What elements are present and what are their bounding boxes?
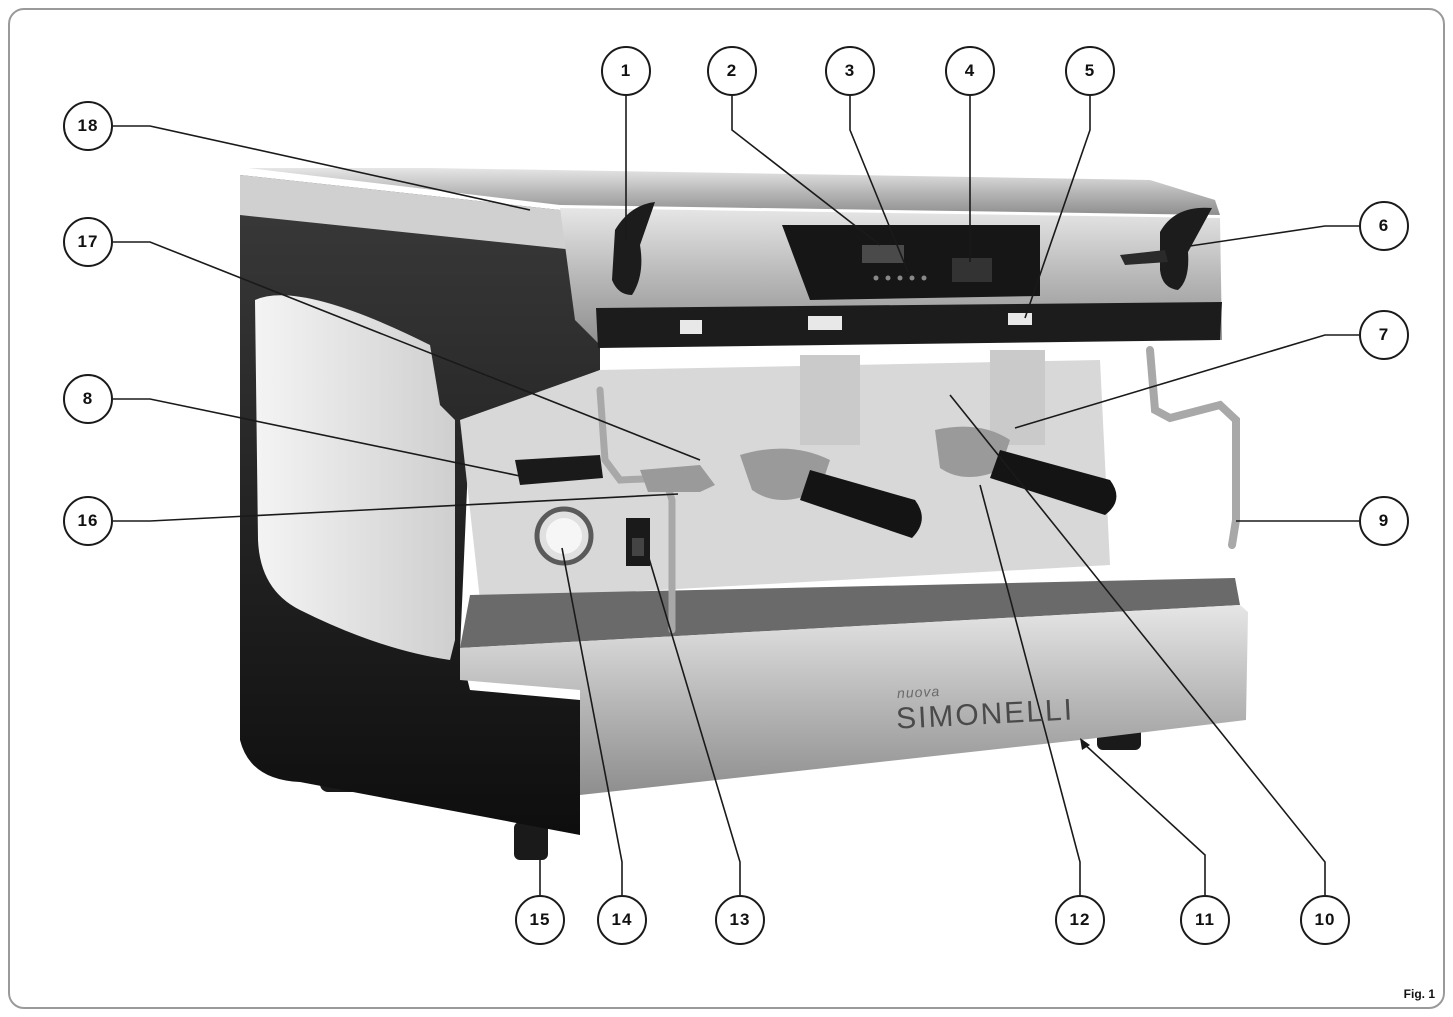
callout-14: 14: [597, 895, 647, 945]
portafilter-left: [740, 448, 922, 538]
brand-logo-small: nuova: [896, 682, 941, 702]
callout-18: 18: [63, 101, 113, 151]
steam-wand-right: [1146, 346, 1240, 549]
button-panel-right: [1008, 313, 1032, 325]
callout-11: 11: [1180, 895, 1230, 945]
main-switch: [626, 518, 650, 566]
callout-17: 17: [63, 217, 113, 267]
arrowhead-11: [1080, 738, 1090, 750]
leader-lines: [113, 96, 1359, 895]
pressure-gauge: [534, 506, 594, 566]
figure-frame: [8, 8, 1445, 1009]
machine-body: [240, 175, 600, 835]
callout-4: 4: [945, 46, 995, 96]
steam-knob-left: [612, 202, 655, 295]
callout-8: 8: [63, 374, 113, 424]
portafilter-right: [935, 426, 1117, 515]
figure-caption: Fig. 1: [1403, 987, 1435, 1001]
callout-13: 13: [715, 895, 765, 945]
callout-16: 16: [63, 496, 113, 546]
display-screen: [862, 245, 904, 263]
callout-12: 12: [1055, 895, 1105, 945]
steam-wand-left: [515, 386, 715, 634]
button-panel-left: [680, 320, 702, 334]
callout-3: 3: [825, 46, 875, 96]
callout-6: 6: [1359, 201, 1409, 251]
callout-15: 15: [515, 895, 565, 945]
callout-9: 9: [1359, 496, 1409, 546]
callout-1: 1: [601, 46, 651, 96]
display-keypad: [952, 258, 992, 282]
callout-5: 5: [1065, 46, 1115, 96]
steam-knob-right: [1120, 207, 1212, 290]
callout-2: 2: [707, 46, 757, 96]
drip-tray: [460, 578, 1248, 795]
callout-7: 7: [1359, 310, 1409, 360]
callout-10: 10: [1300, 895, 1350, 945]
control-panel: [782, 225, 1040, 300]
button-panel-center: [808, 316, 842, 330]
group-head-bar: [596, 302, 1222, 348]
